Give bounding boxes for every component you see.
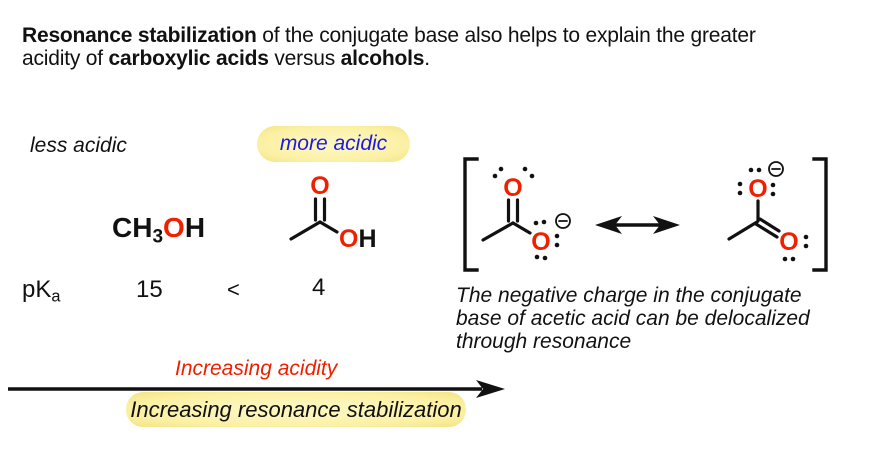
caption-line-2: base of acetic acid can be delocalized [456, 307, 810, 330]
increasing-resonance-label: Increasing resonance stabilization [130, 396, 462, 422]
acetic-hydroxyl-o: O [339, 225, 358, 253]
less-acidic-label: less acidic [30, 134, 127, 157]
skeletal-bonds [289, 220, 339, 241]
acetate-resonance-right: O O [727, 161, 809, 262]
more-acidic-highlight: more acidic [257, 126, 410, 162]
acetate-resonance-left: O O [481, 166, 571, 261]
resonance-arrow-icon [595, 216, 680, 234]
left-anion-o: O [531, 228, 550, 256]
lone-pair-dots [533, 219, 560, 261]
pka-value-methanol: 15 [136, 276, 163, 303]
caption-line-1: The negative charge in the conjugate [456, 284, 802, 307]
right-anion-o: O [748, 175, 767, 203]
methanol-h: H [184, 212, 206, 243]
left-bracket [463, 157, 479, 272]
acetic-carbonyl-o: O [310, 172, 329, 200]
more-acidic-label: more acidic [279, 132, 388, 155]
pka-label-main: pK [22, 276, 52, 303]
increasing-acidity-label: Increasing acidity [175, 357, 338, 380]
increasing-resonance-highlight: Increasing resonance stabilization [126, 392, 466, 427]
acetic-hydroxyl: OH [339, 225, 377, 253]
double-bond-line [754, 222, 779, 239]
header-text: Resonance stabilization of the conjugate… [22, 24, 756, 70]
methanol-ch: CH [112, 212, 153, 243]
right-carbonyl-o: O [779, 228, 798, 256]
caption-line-3: through resonance [456, 330, 632, 353]
header-line-2: acidity of carboxylic acids versus alcoh… [22, 47, 430, 70]
pka-label-sub: a [51, 287, 61, 306]
lone-pair-dots [737, 167, 776, 197]
header-line-1: Resonance stabilization of the conjugate… [22, 24, 756, 47]
lone-pair-dots [492, 166, 535, 179]
negative-charge-icon [768, 161, 784, 177]
double-bond-line [758, 217, 781, 233]
negative-charge-icon [555, 213, 571, 229]
right-bracket [812, 157, 828, 272]
methanol-subscript: 3 [152, 226, 164, 248]
pka-value-acetic-acid: 4 [312, 274, 326, 301]
methanol-o: O [163, 212, 185, 243]
resonance-caption: The negative charge in the conjugate bas… [456, 284, 810, 353]
methanol-formula: CH3OH [112, 214, 205, 251]
pka-comparator: < [227, 277, 240, 302]
pka-label: pKa [22, 276, 60, 307]
acidity-axis-arrow-icon [8, 380, 505, 398]
acetic-acid-structure: O OH [289, 172, 377, 253]
skeletal-bonds [481, 221, 532, 242]
acetic-hydroxyl-h: H [358, 225, 376, 253]
skeletal-bonds [727, 220, 759, 241]
lone-pair-dots [782, 234, 809, 262]
left-carbonyl-o: O [503, 174, 522, 202]
